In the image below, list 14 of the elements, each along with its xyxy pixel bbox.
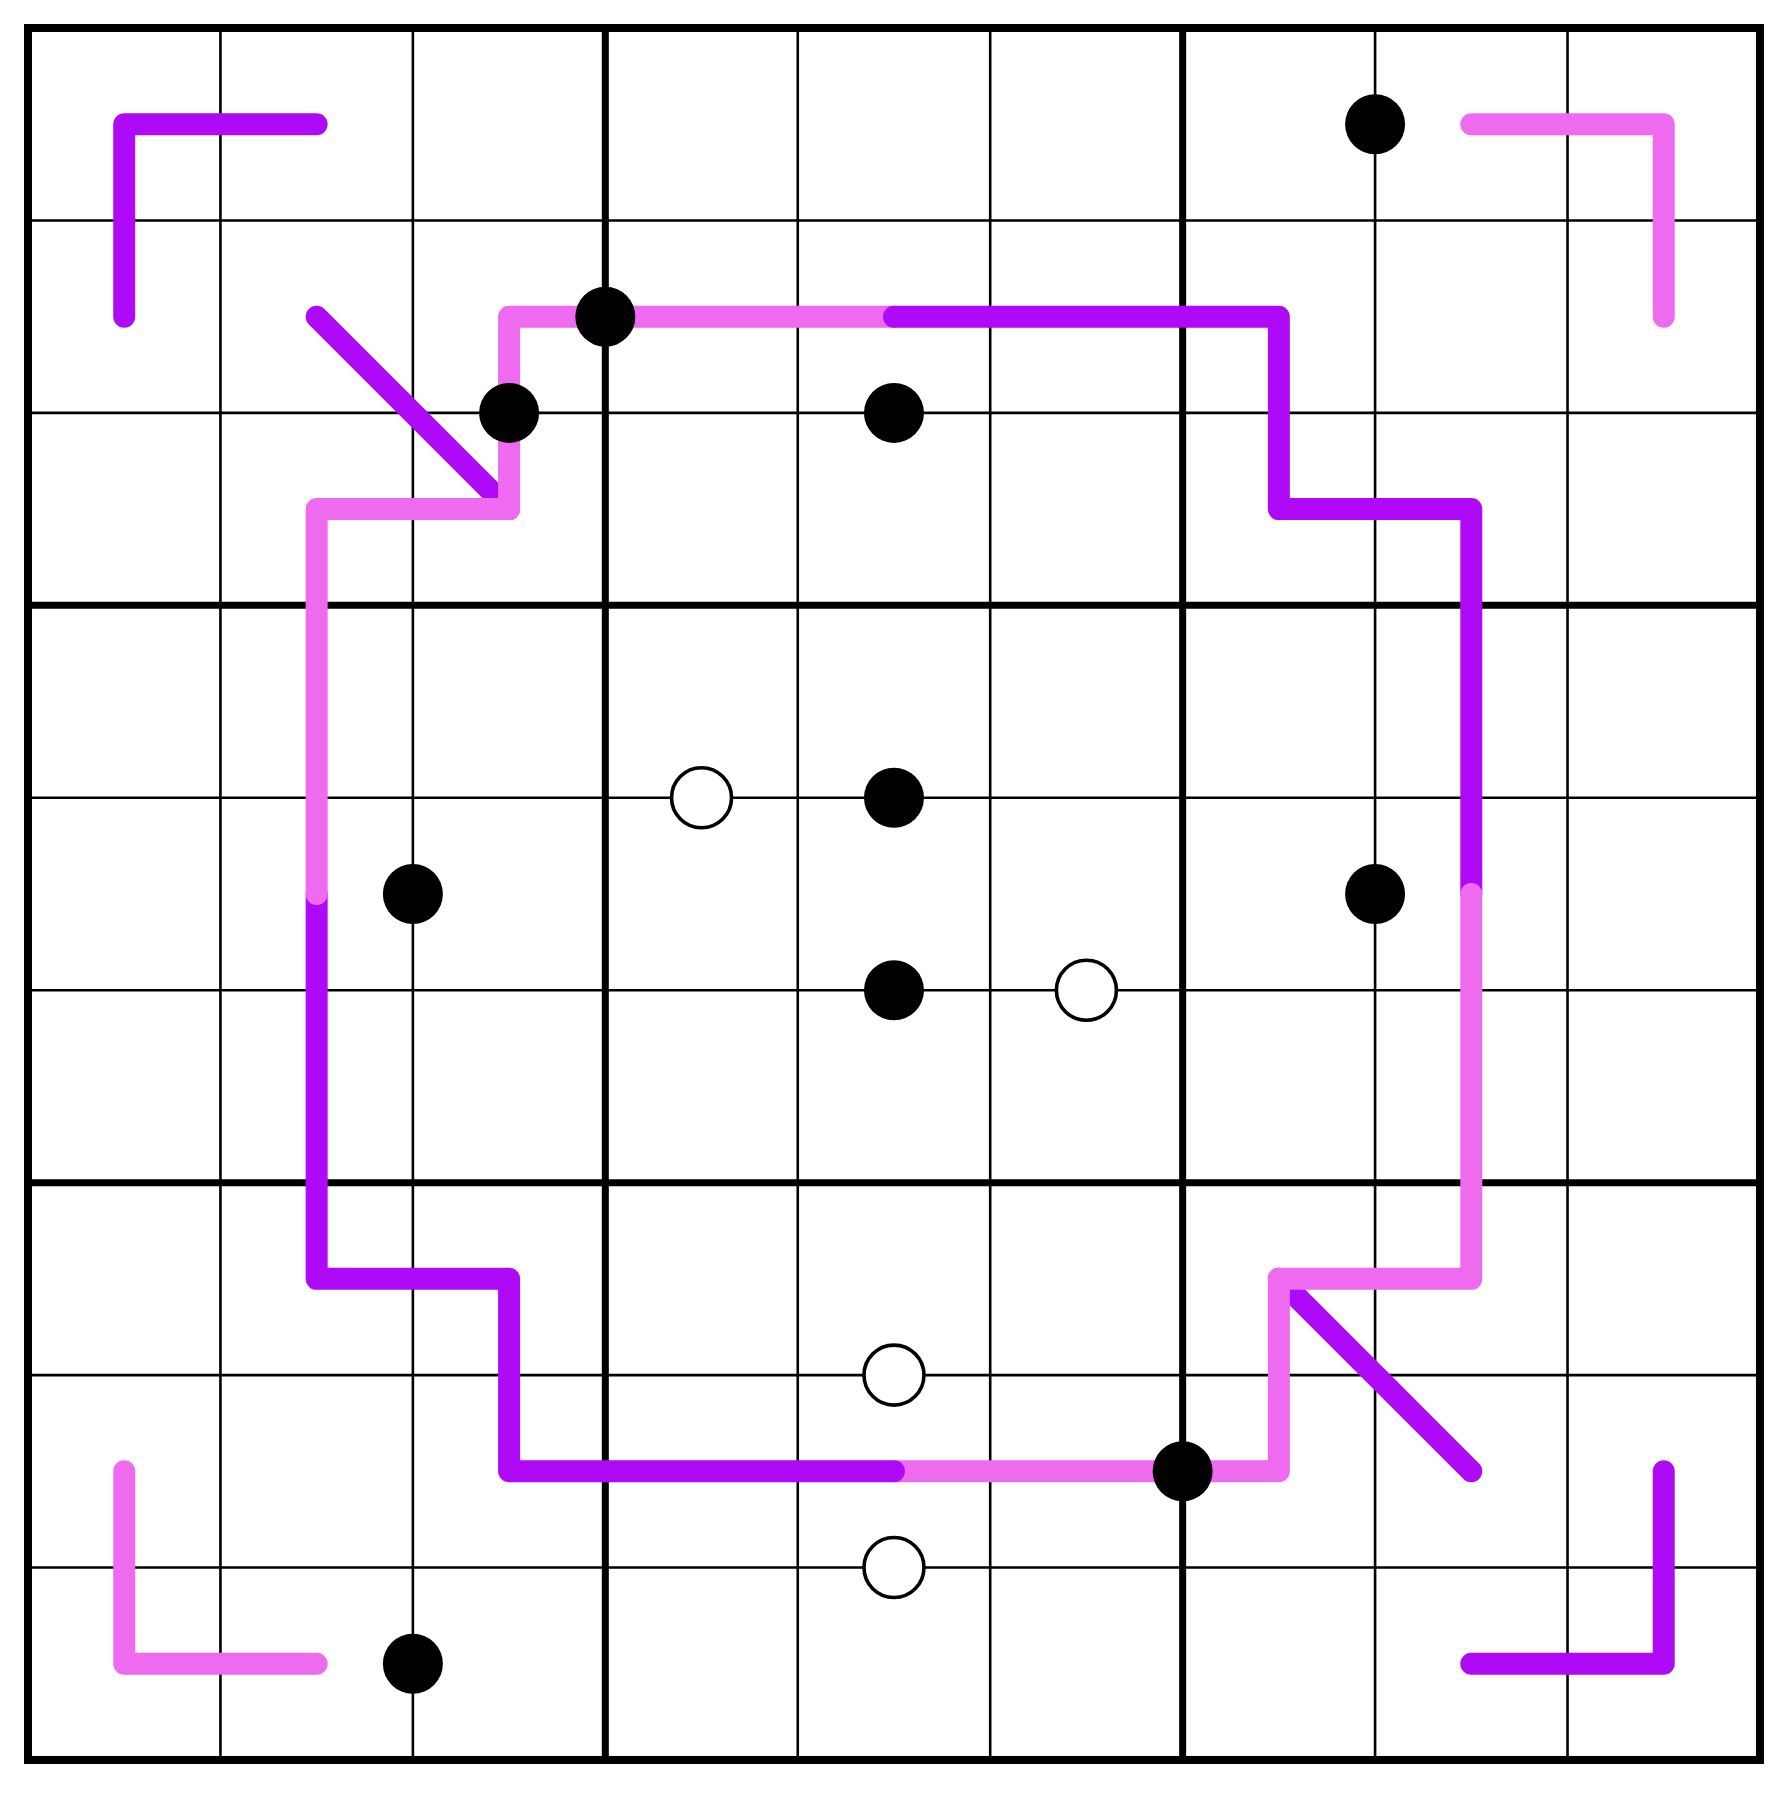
filled-dot [1345, 94, 1406, 155]
filled-dot [575, 286, 636, 347]
hollow-dot [862, 1343, 926, 1407]
filled-dot [382, 864, 443, 924]
filled-dot [864, 767, 924, 828]
filled-dot [382, 1633, 443, 1694]
filled-dot [864, 382, 924, 443]
filled-dot [1345, 864, 1406, 924]
hollow-dot [1054, 958, 1119, 1022]
hollow-dot [669, 765, 734, 830]
hollow-dot [862, 1535, 926, 1600]
filled-dot [1152, 1441, 1213, 1502]
filled-dot [479, 382, 540, 443]
filled-dot [864, 960, 924, 1021]
